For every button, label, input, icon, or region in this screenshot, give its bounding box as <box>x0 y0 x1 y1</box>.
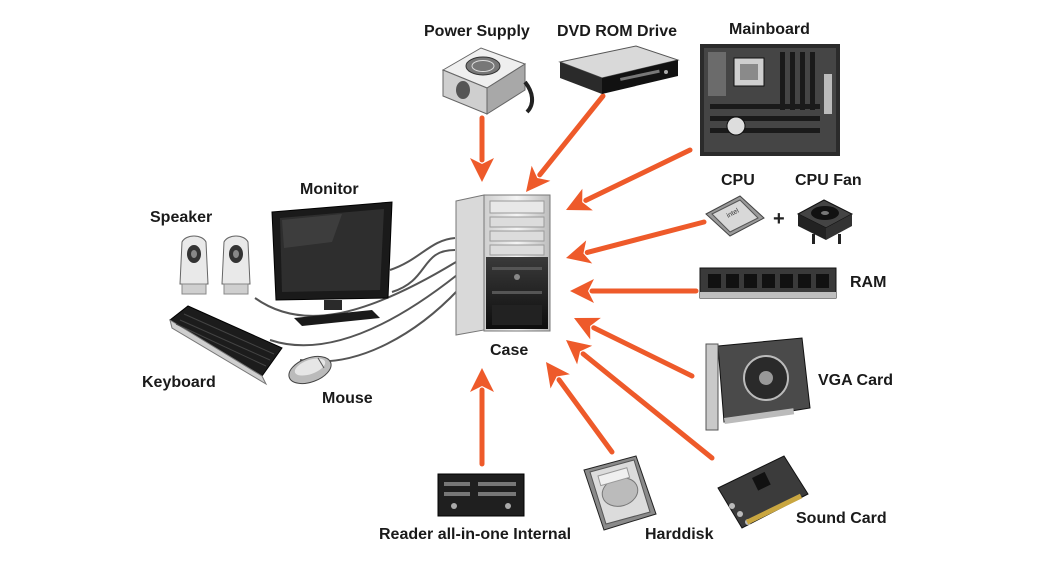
label-card-reader: Reader all-in-one Internal <box>379 526 572 543</box>
dvd-drive-icon <box>558 45 680 94</box>
keyboard-icon <box>169 305 283 386</box>
arrow-card-reader <box>470 368 494 467</box>
arrow-mainboard <box>566 147 693 211</box>
arrow-cpu <box>566 219 707 264</box>
label-speaker: Speaker <box>150 209 213 226</box>
ram-stick-icon <box>699 267 837 299</box>
cpu-chip-icon: intel <box>705 195 765 237</box>
graphics-card-icon <box>705 337 811 431</box>
label-dvd-rom-drive: DVD ROM Drive <box>557 23 678 40</box>
cpu-plus-symbol: + <box>773 208 785 230</box>
label-power-supply: Power Supply <box>424 23 530 40</box>
label-case: Case <box>490 342 529 359</box>
label-mouse: Mouse <box>322 390 373 407</box>
label-harddisk: Harddisk <box>645 526 714 543</box>
arrow-dvd-rom-drive <box>526 93 606 192</box>
arrows <box>470 93 715 467</box>
label-keyboard: Keyboard <box>142 374 216 391</box>
power-supply-icon <box>441 47 534 115</box>
sound-card-icon <box>717 455 809 529</box>
arrow-vga-card <box>574 317 695 379</box>
label-sound-card: Sound Card <box>796 510 887 527</box>
pc-case-icon <box>455 194 551 336</box>
label-mainboard: Mainboard <box>729 21 810 38</box>
card-reader-icon <box>437 473 525 517</box>
speaker-icon <box>179 235 251 295</box>
mouse-icon <box>288 355 332 385</box>
arrow-power-supply <box>470 115 494 182</box>
monitor-icon <box>271 201 393 326</box>
arrow-harddisk <box>546 362 615 455</box>
label-vga-card: VGA Card <box>818 372 893 389</box>
arrow-ram <box>570 279 699 303</box>
label-cpu-fan: CPU Fan <box>795 172 862 189</box>
motherboard-icon <box>700 44 840 156</box>
label-ram: RAM <box>850 274 887 291</box>
label-monitor: Monitor <box>300 181 359 198</box>
arrow-sound-card <box>566 340 715 461</box>
hard-disk-icon <box>583 455 657 531</box>
label-cpu: CPU <box>721 172 755 189</box>
cpu-fan-icon <box>796 199 854 244</box>
